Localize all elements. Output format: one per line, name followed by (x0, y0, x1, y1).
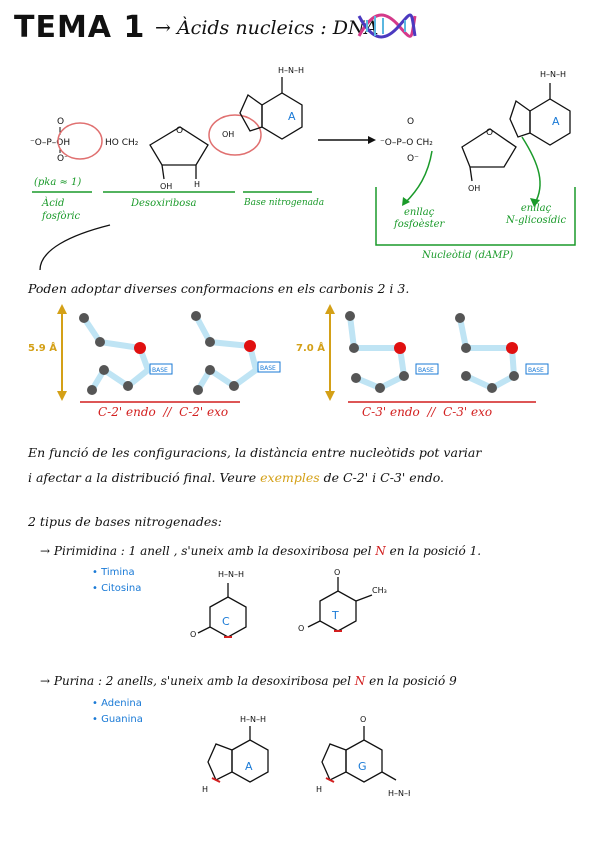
svg-text:H: H (316, 785, 322, 794)
purine-n: N (354, 674, 366, 688)
bases-heading: 2 tipus de bases nitrogenades: (28, 514, 222, 529)
purine-item-adenine: • Adenina (92, 698, 142, 709)
paragraph-text-c: de C-2' i C-3' endo. (319, 470, 445, 485)
distance-left: 5.9 Å (28, 343, 57, 354)
nucleotide-formation-diagram: ⁻O–P–OH O O⁻ HO CH₂ O OH H OH H–N–H A ⁻O… (30, 66, 576, 270)
svg-text:H: H (194, 180, 200, 189)
svg-text:HO CH₂: HO CH₂ (105, 138, 139, 148)
pyrimidine-line: → Pirimidina : 1 anell , s'uneix amb la … (40, 544, 481, 558)
purine-structures: H–N–H H A O H–N–H H G (202, 715, 410, 798)
adenine-structure: H–N–H A (239, 66, 304, 140)
svg-text:OH: OH (160, 182, 172, 191)
phosphoric-acid-structure: ⁻O–P–OH O O⁻ (30, 117, 70, 164)
base-tag-3: BASE (418, 367, 434, 374)
pyrimidine-text-a: → Pirimidina : 1 anell , s'uneix amb la … (40, 544, 376, 558)
svg-text:H–N–H: H–N–H (540, 70, 566, 79)
paragraph-line-2: i afectar a la distribució final. Veure … (28, 470, 444, 485)
svg-text:O: O (190, 630, 196, 639)
purine-line: → Purina : 2 anells, s'uneix amb la deso… (40, 674, 457, 688)
thymine-letter: T (331, 609, 339, 622)
svg-text:O⁻: O⁻ (57, 154, 69, 164)
pyrimidine-structures: H–N–H O C O O CH₃ T (190, 568, 387, 639)
dna-helix-icon (357, 13, 417, 39)
nucleotide-label: Nucleòtid (dAMP) (422, 250, 514, 261)
svg-text:H–N–H: H–N–H (388, 789, 410, 798)
svg-text:O: O (176, 126, 183, 136)
paragraph-text-a: i afectar a la distribució final. Veure (28, 470, 261, 485)
pyrimidine-text-b: en la posició 1. (385, 544, 482, 558)
sugar-conformations-diagram: BASE BASE BASE BASE (57, 304, 549, 403)
conformations-intro: Poden adoptar diverses conformacions en … (28, 281, 410, 296)
nitrogen-base-label: Base nitrogenada (244, 198, 325, 208)
svg-text:⁻O–P–OH: ⁻O–P–OH (30, 138, 70, 148)
svg-text:A: A (288, 110, 296, 123)
svg-text:H–N–H: H–N–H (278, 66, 304, 75)
deoxyribose-label: Desoxiribosa (131, 198, 197, 209)
svg-text:O: O (360, 715, 366, 724)
examples-link[interactable]: exemples (260, 470, 320, 485)
guanine-letter: G (358, 760, 367, 773)
purine-item-guanine: • Guanina (92, 714, 143, 725)
svg-text:O: O (334, 568, 340, 577)
phosphoester-bond-label: enllaç fosfoèster (394, 207, 445, 230)
page-title: TEMA 1 (14, 10, 146, 45)
svg-text:OH: OH (222, 130, 234, 139)
svg-text:⁻O–P–O CH₂: ⁻O–P–O CH₂ (380, 138, 433, 148)
cytosine-letter: C (222, 615, 230, 628)
svg-text:O: O (298, 624, 304, 633)
svg-text:A: A (552, 115, 560, 128)
cytosine-structure: H–N–H O C (190, 570, 247, 639)
c2-conformation-label: C-2' endo // C-2' exo (98, 405, 229, 419)
svg-text:H–N–H: H–N–H (218, 570, 244, 579)
distance-right: 7.0 Å (296, 343, 325, 354)
pka-label: (pka ≈ 1) (34, 177, 82, 188)
svg-text:CH₃: CH₃ (372, 586, 387, 595)
guanine-base-structure: O H–N–H H G (316, 715, 410, 798)
phosphoric-acid-label: Àcid fosfòric (42, 198, 81, 222)
glycosidic-bond-label: enllaç N-glicosídic (506, 203, 567, 226)
svg-text:OH: OH (468, 184, 480, 193)
svg-text:O: O (57, 117, 64, 127)
svg-text:H–N–H: H–N–H (240, 715, 266, 724)
nucleotide-structure: ⁻O–P–O CH₂ O O⁻ O OH H–N–H A (380, 70, 571, 193)
svg-text:O: O (407, 117, 414, 127)
purine-text-a: → Purina : 2 anells, s'uneix amb la deso… (40, 674, 355, 688)
svg-text:O: O (486, 128, 493, 138)
thymine-structure: O O CH₃ T (298, 568, 387, 633)
svg-text:H: H (202, 785, 208, 794)
adenine-letter: A (245, 760, 253, 773)
svg-text:O⁻: O⁻ (407, 154, 419, 164)
pyrimidine-item-thymine: • Timina (92, 567, 135, 578)
pyrimidine-item-cytosine: • Citosina (92, 583, 142, 594)
page-subtitle: → Àcids nucleics : DNA (155, 17, 379, 39)
base-tag-1: BASE (152, 367, 168, 374)
c3-conformation-label: C-3' endo // C-3' exo (362, 405, 493, 419)
deoxyribose-structure: HO CH₂ O OH H (105, 126, 209, 191)
purine-text-b: en la posició 9 (365, 674, 457, 688)
paragraph-line-1: En funció de les configuracions, la dist… (28, 445, 482, 460)
pyrimidine-n: N (375, 544, 386, 558)
base-tag-2: BASE (260, 365, 276, 372)
base-tag-4: BASE (528, 367, 544, 374)
adenine-base-structure: H–N–H H A (202, 715, 269, 794)
